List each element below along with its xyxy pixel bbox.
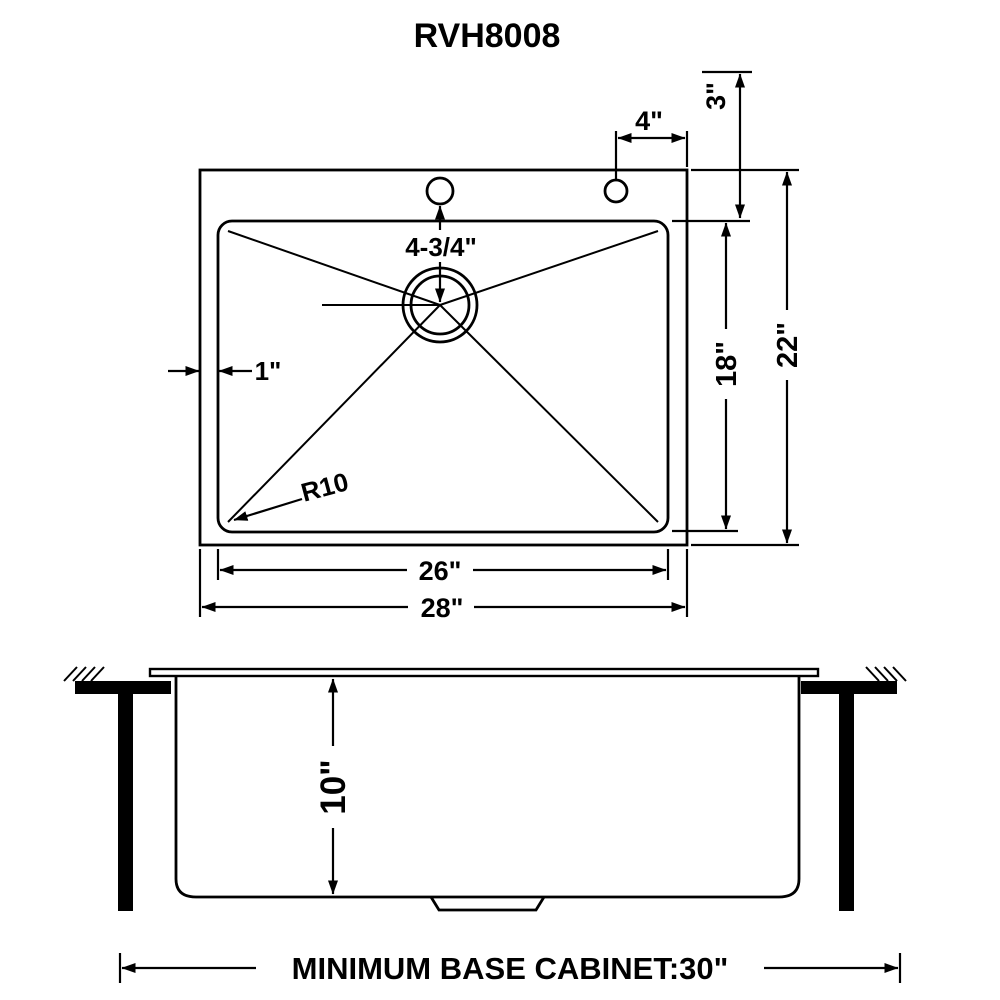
dim-label-overall-width: 28": [421, 593, 464, 623]
dim-bowl-width: 26": [216, 549, 670, 586]
model-title: RVH8008: [414, 17, 561, 55]
dim-drain-to-hole: 4-3/4": [393, 205, 489, 303]
hatch-mark: [874, 666, 889, 682]
hatch-mark: [892, 666, 907, 682]
right-clamp: [801, 666, 907, 911]
dim-label-corner-radius: R10: [298, 466, 352, 507]
rim-flange: [148, 667, 820, 678]
hatch-mark: [90, 666, 105, 682]
bowl-profile: [174, 676, 801, 899]
hatch-mark: [865, 666, 880, 682]
dim-rim-width: 1": [168, 356, 281, 386]
label-mask: [772, 310, 802, 380]
clamp-post: [118, 694, 133, 911]
label-mask: [408, 592, 474, 622]
faucet-hole-right: [603, 178, 629, 204]
dim-label-drain-to-hole: 4-3/4": [405, 232, 477, 262]
dim-label-hole-to-edge: 4": [635, 106, 663, 136]
hatch-mark: [63, 666, 78, 682]
label-mask: [393, 230, 489, 262]
clamp-arm: [801, 681, 897, 694]
bowl-diagonal-line: [227, 304, 441, 523]
label-mask: [711, 329, 741, 399]
dim-overall-depth: 22": [691, 168, 804, 547]
hatch-mark: [81, 666, 96, 682]
side-view: 10": [63, 666, 907, 912]
bowl-diagonal-line: [439, 304, 659, 523]
dim-label-bowl-height: 10": [314, 759, 353, 815]
dim-overall-width: 28": [198, 549, 689, 623]
leader-line: [233, 497, 303, 522]
label-mask: [407, 555, 473, 585]
corner-radius-callout: R10: [233, 466, 352, 522]
dim-label-rear-offset: 3": [701, 82, 731, 110]
sink-outer-outline: [198, 168, 689, 547]
cabinet-dimension: MINIMUM BASE CABINET:30": [118, 950, 902, 986]
top-view: 4-3/4" 4" 3" 18" 22": [168, 70, 804, 623]
dim-rear-offset: 3": [701, 70, 752, 219]
dim-label-bowl-depth: 18": [711, 341, 743, 387]
dim-hole-to-edge: 4": [614, 106, 689, 179]
dim-label-bowl-width: 26": [419, 556, 462, 586]
min-base-cabinet-label: MINIMUM BASE CABINET:30": [292, 951, 729, 986]
drain-stub: [429, 896, 546, 912]
dim-bowl-height: 10": [314, 678, 353, 895]
dim-label-overall-depth: 22": [772, 322, 804, 368]
label-mask: [314, 746, 352, 828]
hatch-mark: [883, 666, 898, 682]
faucet-hole-center: [425, 176, 455, 206]
label-mask: [256, 950, 764, 986]
dim-label-rim-width: 1": [255, 356, 282, 386]
left-clamp: [63, 666, 171, 911]
clamp-arm: [75, 681, 171, 694]
dim-bowl-depth: 18": [672, 219, 750, 533]
clamp-post: [839, 694, 854, 911]
hatch-mark: [72, 666, 87, 682]
